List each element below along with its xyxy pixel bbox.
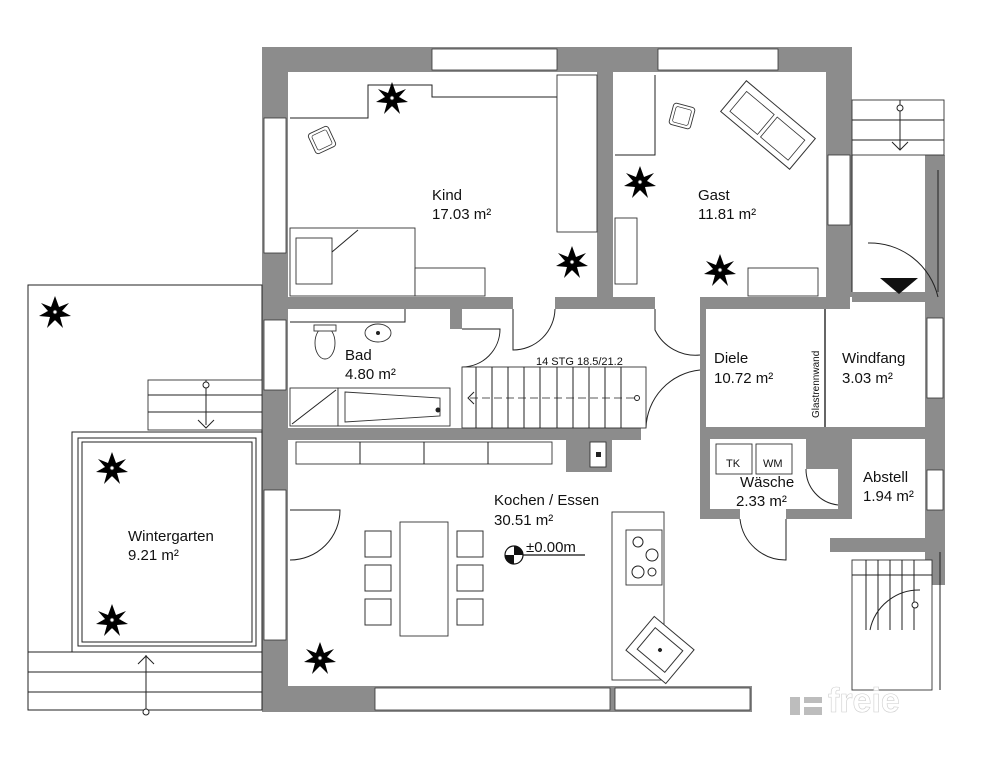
plant-icon xyxy=(95,451,129,485)
room-area-abstell: 1.94 m² xyxy=(863,488,914,505)
room-name-bad: Bad xyxy=(345,347,372,364)
basement-stairs xyxy=(851,552,941,691)
plant-icon xyxy=(623,165,657,199)
room-area-gast: 11.81 m² xyxy=(698,206,756,223)
room-name-abstell: Abstell xyxy=(863,469,908,486)
plant-icon xyxy=(95,603,129,637)
room-name-diele: Diele xyxy=(714,350,748,367)
level-label: ±0.00m xyxy=(526,539,576,556)
room-name-kind: Kind xyxy=(432,187,462,204)
waesche-appliances xyxy=(715,443,793,475)
windows xyxy=(263,48,944,711)
plant-icon xyxy=(555,245,589,279)
room-name-waesche: Wäsche xyxy=(740,474,794,491)
room-area-diele: 10.72 m² xyxy=(714,370,773,387)
staircase xyxy=(461,366,647,429)
plant-icon xyxy=(375,81,409,115)
room-area-waesche: 2.33 m² xyxy=(736,493,787,510)
interior-walls xyxy=(288,72,930,519)
watermark-text: freie xyxy=(828,682,900,720)
kind-furniture xyxy=(289,74,598,297)
bad-furniture xyxy=(289,309,451,427)
tk-label: TK xyxy=(726,458,741,470)
room-area-wintergarten: 9.21 m² xyxy=(128,547,179,564)
wm-label: WM xyxy=(763,458,783,470)
room-area-kind: 17.03 m² xyxy=(432,206,491,223)
watermark-logo: freie xyxy=(785,682,900,720)
plant-icon xyxy=(303,641,337,675)
room-labels: Kind 17.03 m² Gast 11.81 m² Bad 4.80 m² … xyxy=(128,187,914,564)
room-name-windfang: Windfang xyxy=(842,350,905,367)
glass-wall-label: Glastrennwand xyxy=(811,351,822,418)
entrance-steps xyxy=(851,99,945,292)
room-name-kochen: Kochen / Essen xyxy=(494,492,599,509)
terrace xyxy=(27,284,263,716)
stairs-label: 14 STG 18.5/21.2 xyxy=(536,356,623,368)
room-name-wintergarten: Wintergarten xyxy=(128,528,214,545)
plant-icon xyxy=(38,295,72,329)
kitchen-furniture xyxy=(295,441,695,685)
room-area-kochen: 30.51 m² xyxy=(494,512,553,529)
gast-furniture xyxy=(614,75,819,297)
plant-icon xyxy=(703,253,737,287)
level-marker xyxy=(504,545,585,565)
room-name-gast: Gast xyxy=(698,187,731,204)
room-area-windfang: 3.03 m² xyxy=(842,370,893,387)
door-swings xyxy=(289,242,939,561)
room-area-bad: 4.80 m² xyxy=(345,366,396,383)
